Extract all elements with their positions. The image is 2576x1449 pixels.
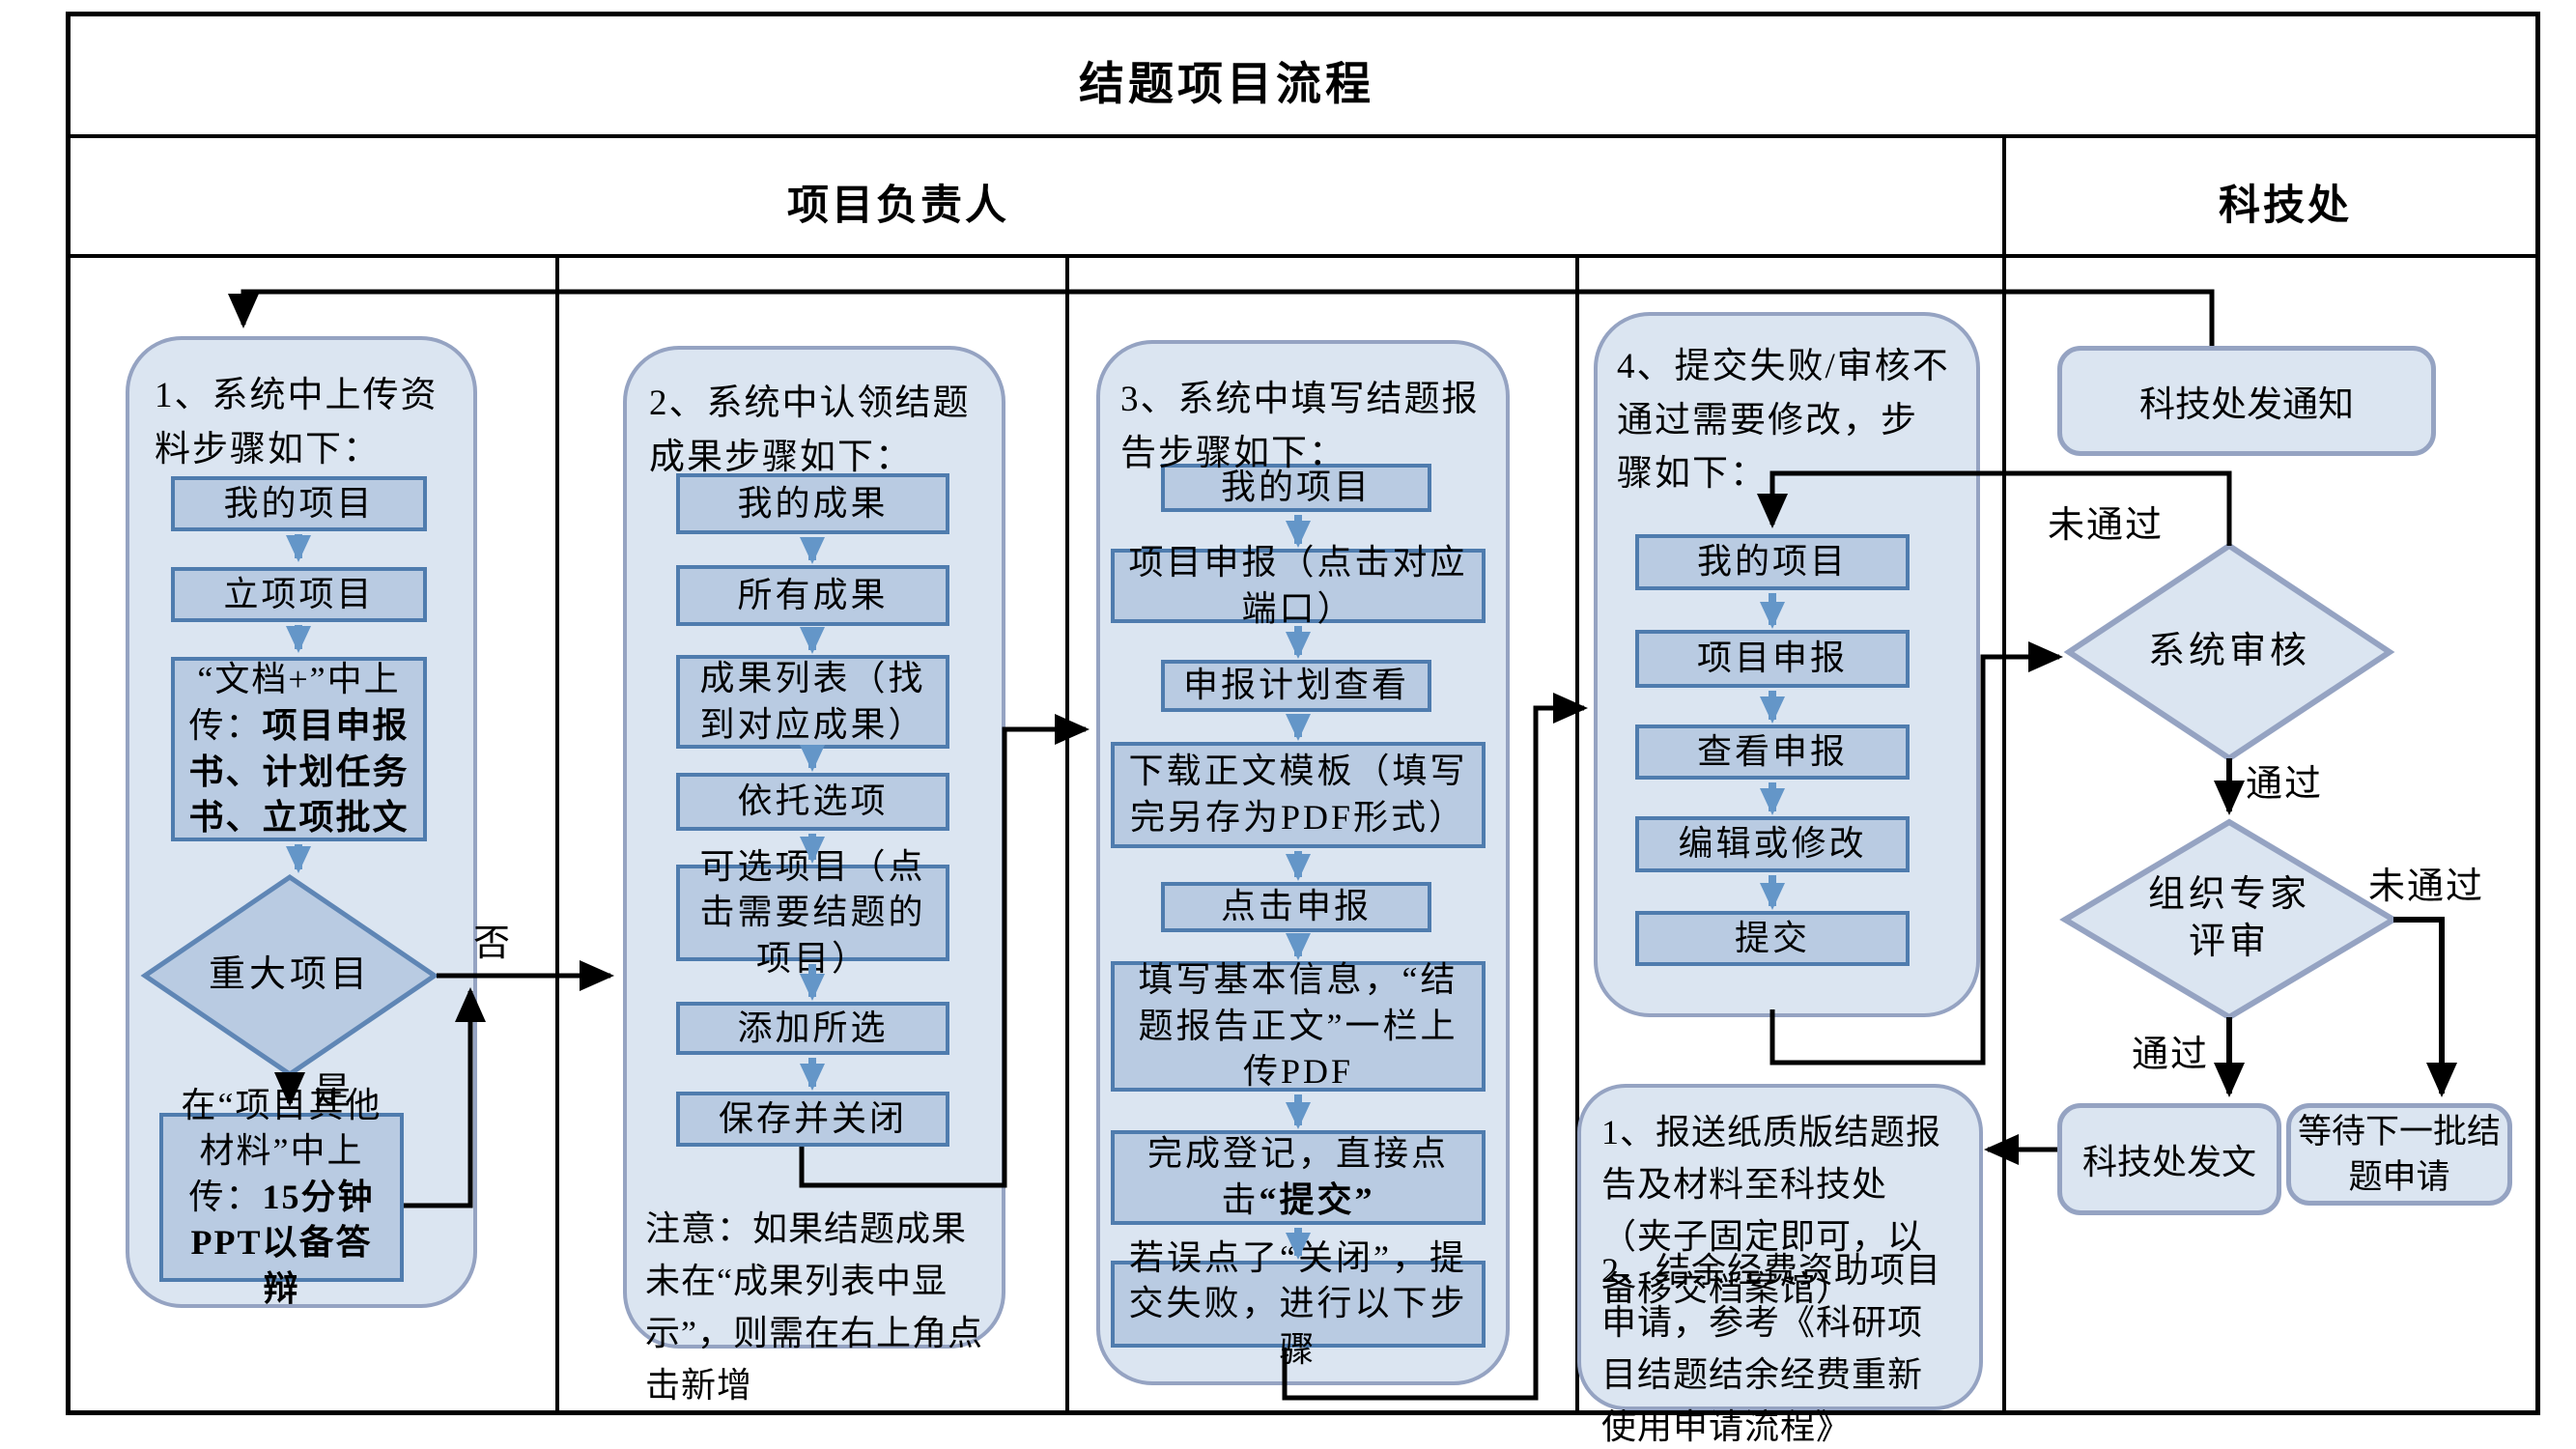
column-divider-2 <box>1065 254 1069 1415</box>
office-wait-next-box: 等待下一批结题申请 <box>2286 1103 2512 1206</box>
step-label: 保存并关闭 <box>718 1098 907 1138</box>
p4-step-view-declare: 查看申报 <box>1635 724 1910 780</box>
step-label: 添加所选 <box>737 1008 889 1047</box>
step-label: 在“项目其他材料”中上传：15分钟PPT以备答辩 <box>173 1083 390 1313</box>
label-fail-system: 未通过 <box>2048 505 2165 546</box>
phase1-header: 1、系统中上传资料步骤如下： <box>155 376 439 469</box>
step-label: 成果列表（找到对应成果） <box>699 658 926 744</box>
step-label: 下载正文模板（填写完另存为PDF形式） <box>1128 752 1468 837</box>
table-border-top <box>66 12 2540 16</box>
office-notice-label: 科技处发通知 <box>2139 385 2354 425</box>
step-label: 依托选项 <box>737 781 889 821</box>
p4-step-my-projects: 我的项目 <box>1635 534 1910 590</box>
phase2-header: 2、系统中认领结题成果步骤如下： <box>649 384 971 477</box>
lane-header-project-leader: 项目负责人 <box>787 184 1009 229</box>
step-label: “文档+”中上传：项目申报书、计划任务书、立项批文 <box>184 657 413 840</box>
lane-divider <box>2002 134 2006 1415</box>
step-label: 可选项目（点击需要结题的项目） <box>699 846 926 978</box>
step-label: 我的项目 <box>1696 542 1848 582</box>
lane-header-sci-tech-office: 科技处 <box>2219 184 2352 229</box>
p2-step-optional-projects: 可选项目（点击需要结题的项目） <box>676 847 949 978</box>
p3-step-download-template: 下载正文模板（填写完另存为PDF形式） <box>1111 742 1486 848</box>
step-label-bold: 15分钟PPT以备答辩 <box>190 1177 375 1308</box>
paper-note-1: 1、报送纸质版结题报告及材料至科技处（夹子固定即可，以备移交档案馆） <box>1601 1113 1942 1308</box>
step-label: 点击申报 <box>1220 887 1372 926</box>
p2-step-add-selected: 添加所选 <box>676 1002 949 1055</box>
p3-step-my-projects: 我的项目 <box>1161 464 1431 512</box>
table-border-left <box>66 12 71 1415</box>
p3-step-fill-info-upload-pdf: 填写基本信息，“结题报告正文”一栏上传PDF <box>1111 960 1486 1092</box>
p1-step-upload-docs: “文档+”中上传：项目申报书、计划任务书、立项批文 <box>171 657 427 841</box>
column-divider-1 <box>555 254 559 1415</box>
step-label: 若误点了“关闭”，提交失败，进行以下步骤 <box>1128 1237 1468 1369</box>
label-pass-system: 通过 <box>2246 764 2324 805</box>
step-label: 申报计划查看 <box>1182 666 1409 705</box>
p4-step-project-declare: 项目申报 <box>1635 630 1910 688</box>
p2-step-my-achievements: 我的成果 <box>676 473 949 534</box>
p2-step-all-achievements: 所有成果 <box>676 565 949 626</box>
step-label: 查看申报 <box>1696 731 1848 771</box>
phase4-header: 4、提交失败/审核不通过需要修改，步骤如下： <box>1617 347 1950 494</box>
decision-expert-review-label: 组织专家评审 <box>2148 874 2311 963</box>
p2-note: 注意：如果结题成果未在“成果列表中显示”，则需在右上角点击新增 <box>645 1209 983 1405</box>
decision-system-review-label: 系统审核 <box>2147 631 2310 671</box>
title-row-divider <box>66 134 2540 138</box>
step-label: 完成登记，直接点击“提交” <box>1124 1131 1472 1223</box>
p3-step-wrong-close: 若误点了“关闭”，提交失败，进行以下步骤 <box>1111 1238 1486 1369</box>
step-label: 项目申报（点击对应端口） <box>1128 542 1468 628</box>
page-title: 结题项目流程 <box>1079 60 1374 110</box>
step-label: 所有成果 <box>737 575 889 614</box>
step-label: 我的项目 <box>1220 468 1372 507</box>
header-row-divider <box>66 254 2540 258</box>
step-label-normal: “文档+”中上传： <box>188 660 401 745</box>
step-label-normal: 在“项目其他材料”中上传： <box>181 1085 382 1216</box>
table-border-bottom <box>66 1410 2540 1415</box>
office-notice-box: 科技处发通知 <box>2057 346 2436 456</box>
p3-step-complete-submit: 完成登记，直接点击“提交” <box>1111 1130 1486 1225</box>
p1-step-other-materials: 在“项目其他材料”中上传：15分钟PPT以备答辩 <box>159 1086 404 1308</box>
label-no: 否 <box>473 923 513 964</box>
office-wait-next-label: 等待下一批结题申请 <box>2297 1112 2501 1196</box>
step-label: 立项项目 <box>223 574 375 613</box>
decision-major-project-label: 重大项目 <box>208 954 371 995</box>
step-label: 我的成果 <box>737 483 889 523</box>
p4-step-submit: 提交 <box>1635 911 1910 966</box>
paper-note-2: 2、结余经费资助项目申请，参考《科研项目结题结余经费重新使用申请流程》 <box>1601 1251 1942 1446</box>
step-label: 编辑或修改 <box>1678 824 1867 864</box>
label-fail-expert: 未通过 <box>2368 867 2485 907</box>
phase3-header: 3、系统中填写结题报告步骤如下： <box>1120 380 1480 473</box>
office-dispatch-box: 科技处发文 <box>2057 1103 2281 1215</box>
p3-step-plan-view: 申报计划查看 <box>1161 660 1431 712</box>
step-label-bold: 项目申报书、计划任务书、立项批文 <box>188 705 410 838</box>
label-pass-expert: 通过 <box>2132 1035 2210 1075</box>
p3-step-project-declare: 项目申报（点击对应端口） <box>1111 543 1486 628</box>
p2-step-depend-option: 依托选项 <box>676 773 949 831</box>
step-label: 提交 <box>1734 918 1810 957</box>
table-border-right <box>2535 12 2540 1415</box>
p1-step-approved-projects: 立项项目 <box>171 567 427 622</box>
label-yes: 是 <box>314 1071 354 1112</box>
p2-step-achievement-list: 成果列表（找到对应成果） <box>676 655 949 749</box>
p1-step-my-projects: 我的项目 <box>171 476 427 531</box>
p4-step-edit-modify: 编辑或修改 <box>1635 816 1910 872</box>
step-label: 填写基本信息，“结题报告正文”一栏上传PDF <box>1138 960 1458 1092</box>
p3-step-click-declare: 点击申报 <box>1161 882 1431 932</box>
step-label: 我的项目 <box>223 483 375 523</box>
step-label: 项目申报 <box>1696 639 1848 678</box>
step-label-bold: “提交” <box>1259 1180 1375 1219</box>
connector-expert-fail <box>2393 917 2457 1097</box>
p2-step-save-and-close: 保存并关闭 <box>676 1092 949 1147</box>
office-dispatch-label: 科技处发文 <box>2081 1143 2256 1181</box>
